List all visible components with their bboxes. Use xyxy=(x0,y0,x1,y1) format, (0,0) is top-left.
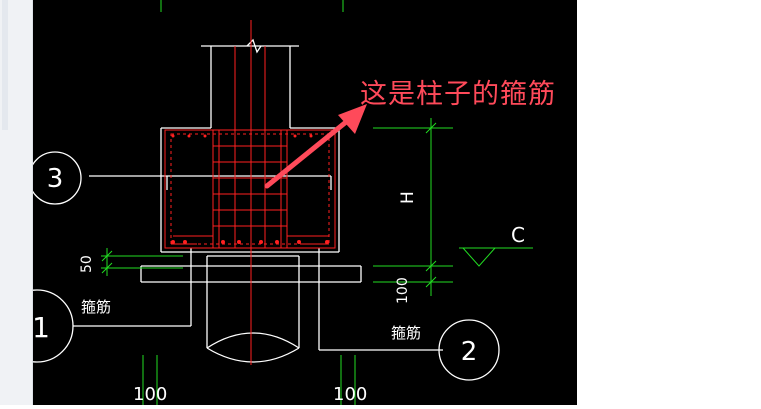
annotation-arrow xyxy=(264,104,367,189)
rebar-dots xyxy=(171,134,329,244)
dimension-100-bottom-left: 100 xyxy=(133,384,167,405)
cad-drawing: 3 1 2 箍筋 箍筋 50 H 100 C 100 100 xyxy=(0,0,533,405)
stirrup-label-right: 箍筋 xyxy=(391,324,421,342)
circle-label-2: 2 xyxy=(461,337,478,367)
dimension-50: 50 xyxy=(79,255,95,273)
dimension-100-bottom-right: 100 xyxy=(333,384,367,405)
circle-label-1: 1 xyxy=(33,311,50,344)
panel-tab xyxy=(2,0,8,130)
cad-drawing-canvas[interactable]: 3 1 2 箍筋 箍筋 50 H 100 C 100 100 xyxy=(0,0,577,405)
circle-label-3: 3 xyxy=(47,164,64,194)
dimension-H: H xyxy=(398,191,418,204)
dimension-c: C xyxy=(511,223,525,247)
dimension-lines xyxy=(101,0,533,405)
left-panel-strip xyxy=(0,0,33,405)
stirrup-label-left: 箍筋 xyxy=(81,298,111,316)
rebar-layout xyxy=(164,20,336,365)
dimension-100-right: 100 xyxy=(395,277,411,304)
annotation-text: 这是柱子的箍筋 xyxy=(360,79,556,110)
